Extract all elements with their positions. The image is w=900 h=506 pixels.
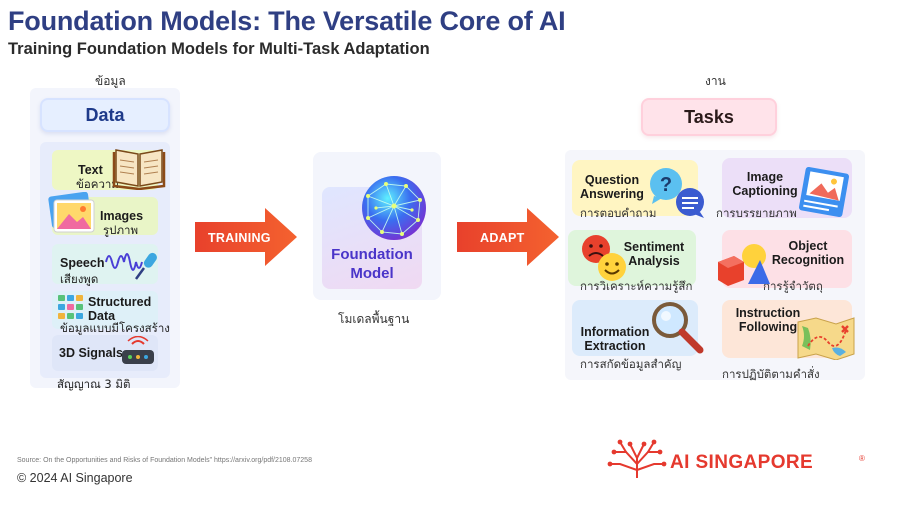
task-title: Object Recognition: [766, 239, 850, 267]
page-subtitle: Training Foundation Models for Multi-Tas…: [8, 40, 430, 58]
magnifier-icon: [652, 302, 704, 354]
task-title: Instruction Following: [728, 306, 808, 334]
question-chat-icon: ?: [650, 168, 704, 218]
task-title: Sentiment Analysis: [616, 240, 692, 268]
copyright: © 2024 AI Singapore: [17, 471, 133, 485]
tasks-caption: งาน: [705, 74, 726, 88]
data-item-title: Structured: [88, 295, 152, 309]
data-item-title: Speech: [60, 256, 105, 270]
neural-network-sphere-icon: [362, 176, 426, 240]
training-label: TRAINING: [208, 231, 271, 245]
task-title: Information Extraction: [578, 325, 652, 353]
circuit-tree-logo-icon: [607, 439, 667, 478]
task-thai: การบรรยายภาพ: [716, 206, 797, 220]
data-item-thai: เสียงพูด: [60, 272, 99, 286]
source-citation: Source: On the Opportunities and Risks o…: [17, 457, 312, 464]
data-item-title: Text: [78, 163, 103, 177]
treasure-map-icon: [797, 317, 855, 360]
task-thai: การปฏิบัติตามคำสั่ง: [722, 367, 820, 381]
data-item-thai: สัญญาณ 3 มิติ: [57, 377, 131, 391]
task-title-line1: Information: [580, 325, 650, 339]
page-title: Foundation Models: The Versatile Core of…: [8, 6, 566, 36]
foundation-model-caption: โมเดลพื้นฐาน: [338, 312, 410, 326]
sensor-device-icon: [122, 336, 154, 364]
task-title-line1: Question: [584, 173, 640, 187]
task-thai: การรู้จำวัตถุ: [763, 279, 823, 293]
adapt-label: ADAPT: [480, 231, 525, 245]
data-item-title: 3D Signals: [59, 346, 123, 360]
tasks-header: Tasks: [641, 98, 777, 136]
data-item-title-line2: Data: [88, 309, 116, 323]
task-thai: การสกัดข้อมูลสำคัญ: [580, 357, 682, 371]
table-grid-icon: [58, 295, 83, 319]
book-icon: [112, 149, 166, 190]
foundation-model-label-line2: Model: [350, 265, 394, 282]
data-item-thai: รูปภาพ: [103, 223, 139, 237]
svg-text:?: ?: [660, 174, 672, 196]
task-title-line2: Answering: [580, 187, 644, 201]
shapes-icon: [718, 244, 770, 286]
task-title-line2: Recognition: [771, 253, 845, 267]
data-item-title: Images: [100, 209, 144, 223]
task-title-line1: Instruction: [735, 306, 801, 320]
adapt-arrow: [457, 208, 559, 266]
waveform-microphone-icon: [105, 252, 157, 280]
image-caption-icon: [798, 166, 850, 218]
task-title-line2: Following: [738, 320, 798, 334]
emoji-faces-icon: [582, 235, 626, 281]
task-title-line2: Extraction: [584, 339, 646, 353]
task-title: Question Answering: [580, 173, 644, 201]
task-title-line1: Sentiment: [623, 240, 685, 254]
foundation-model-label-line1: Foundation: [331, 246, 413, 263]
task-title-line2: Analysis: [628, 254, 680, 268]
foundation-model-label: Foundation Model: [322, 245, 422, 283]
task-title-line1: Image: [746, 170, 784, 184]
brand-wordmark: AI SINGAPORE: [670, 452, 814, 473]
task-thai: การวิเคราะห์ความรู้สึก: [580, 279, 693, 293]
data-item-speech: Speech: [52, 244, 158, 284]
task-title-line1: Object: [788, 239, 828, 253]
training-arrow: [195, 208, 297, 266]
data-item-thai: ข้อมูลแบบมีโครงสร้าง: [60, 321, 170, 335]
task-title-line2: Captioning: [732, 184, 798, 198]
data-item-thai: ข้อความ: [76, 177, 119, 191]
task-title: Image Captioning: [728, 170, 802, 198]
data-header: Data: [40, 98, 170, 132]
data-caption: ข้อมูล: [95, 74, 126, 88]
task-thai: การตอบคำถาม: [580, 206, 657, 220]
brand-registered-mark: ®: [859, 454, 865, 463]
photo-icon: [48, 192, 95, 233]
